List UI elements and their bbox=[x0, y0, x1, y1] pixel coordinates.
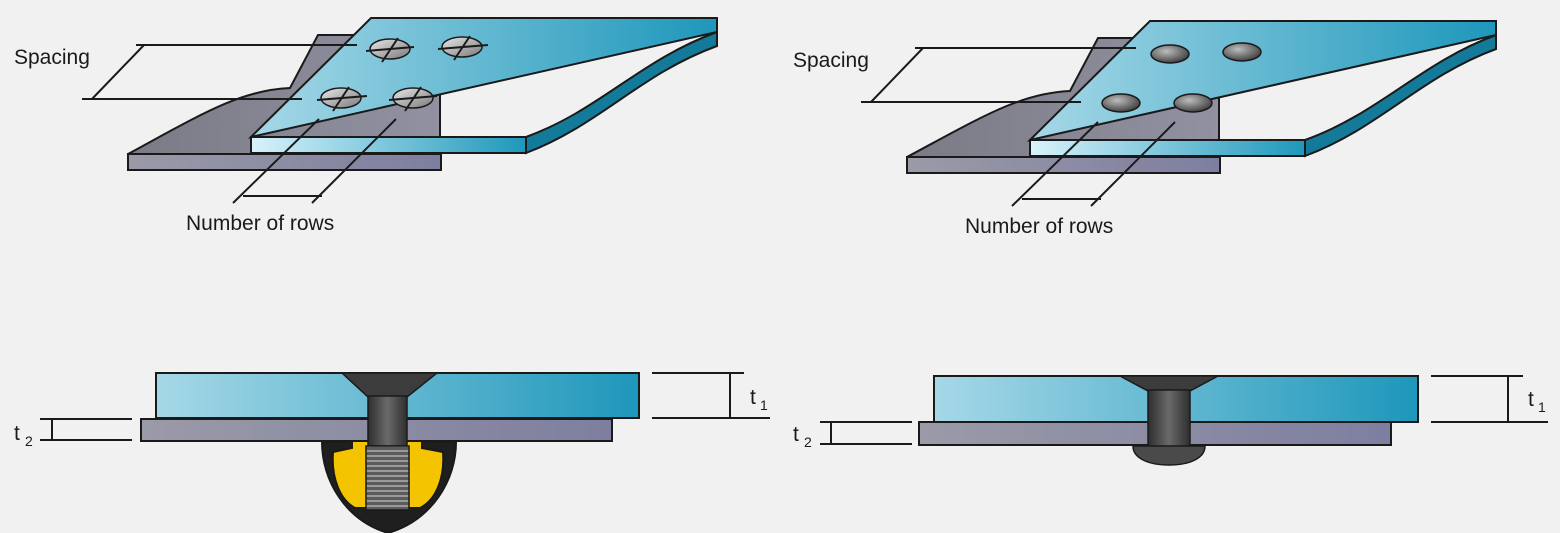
svg-text:t: t bbox=[750, 386, 756, 409]
rivet-head-2 bbox=[1222, 42, 1262, 62]
rivet-head-3 bbox=[1101, 93, 1141, 113]
rivet-head-4 bbox=[1173, 93, 1213, 113]
rows-label: Number of rows bbox=[186, 212, 334, 235]
rivet-tail bbox=[1132, 445, 1206, 466]
spacing-dimension bbox=[861, 47, 1136, 103]
screw-3 bbox=[316, 86, 368, 112]
t1-dimension: t 1 bbox=[1431, 375, 1548, 423]
rows-dimension bbox=[232, 118, 397, 204]
rivet-head-1 bbox=[1150, 44, 1190, 64]
svg-text:t: t bbox=[1528, 388, 1534, 411]
svg-text:t: t bbox=[793, 423, 799, 446]
rows-label: Number of rows bbox=[965, 215, 1113, 238]
bottom-right-rivet-section: t 1 t 2 bbox=[793, 375, 1548, 466]
base-plate-front bbox=[127, 153, 442, 171]
top-plate-edge-side bbox=[1304, 33, 1497, 158]
screw-4 bbox=[388, 86, 438, 112]
svg-text:2: 2 bbox=[25, 433, 33, 449]
spacing-label: Spacing bbox=[793, 49, 869, 72]
svg-text:t: t bbox=[14, 422, 20, 445]
screw-shank bbox=[367, 395, 408, 447]
rivet-shank bbox=[1147, 389, 1191, 449]
svg-text:1: 1 bbox=[760, 397, 768, 413]
t2-dimension: t 2 bbox=[14, 418, 132, 449]
screw-2 bbox=[437, 35, 489, 61]
top-plate-surface bbox=[1026, 20, 1497, 142]
rows-dimension bbox=[1011, 121, 1176, 207]
top-right-rivet-joint: Spacing Number of rows bbox=[793, 20, 1497, 238]
base-plate-front bbox=[906, 156, 1221, 174]
spacing-dimension bbox=[82, 44, 357, 100]
t2-dimension: t 2 bbox=[793, 421, 912, 450]
t1-dimension: t 1 bbox=[652, 372, 770, 419]
top-plate-edge-side bbox=[525, 30, 718, 155]
svg-text:1: 1 bbox=[1538, 399, 1546, 415]
top-left-screw-joint: Spacing Number of rows bbox=[14, 17, 718, 235]
spacing-label: Spacing bbox=[14, 46, 90, 69]
screw-1 bbox=[365, 37, 415, 63]
top-plate-surface bbox=[247, 17, 718, 139]
screw-thread bbox=[365, 445, 410, 511]
svg-text:2: 2 bbox=[804, 434, 812, 450]
bottom-left-screw-section: t 1 t 2 bbox=[14, 372, 770, 533]
